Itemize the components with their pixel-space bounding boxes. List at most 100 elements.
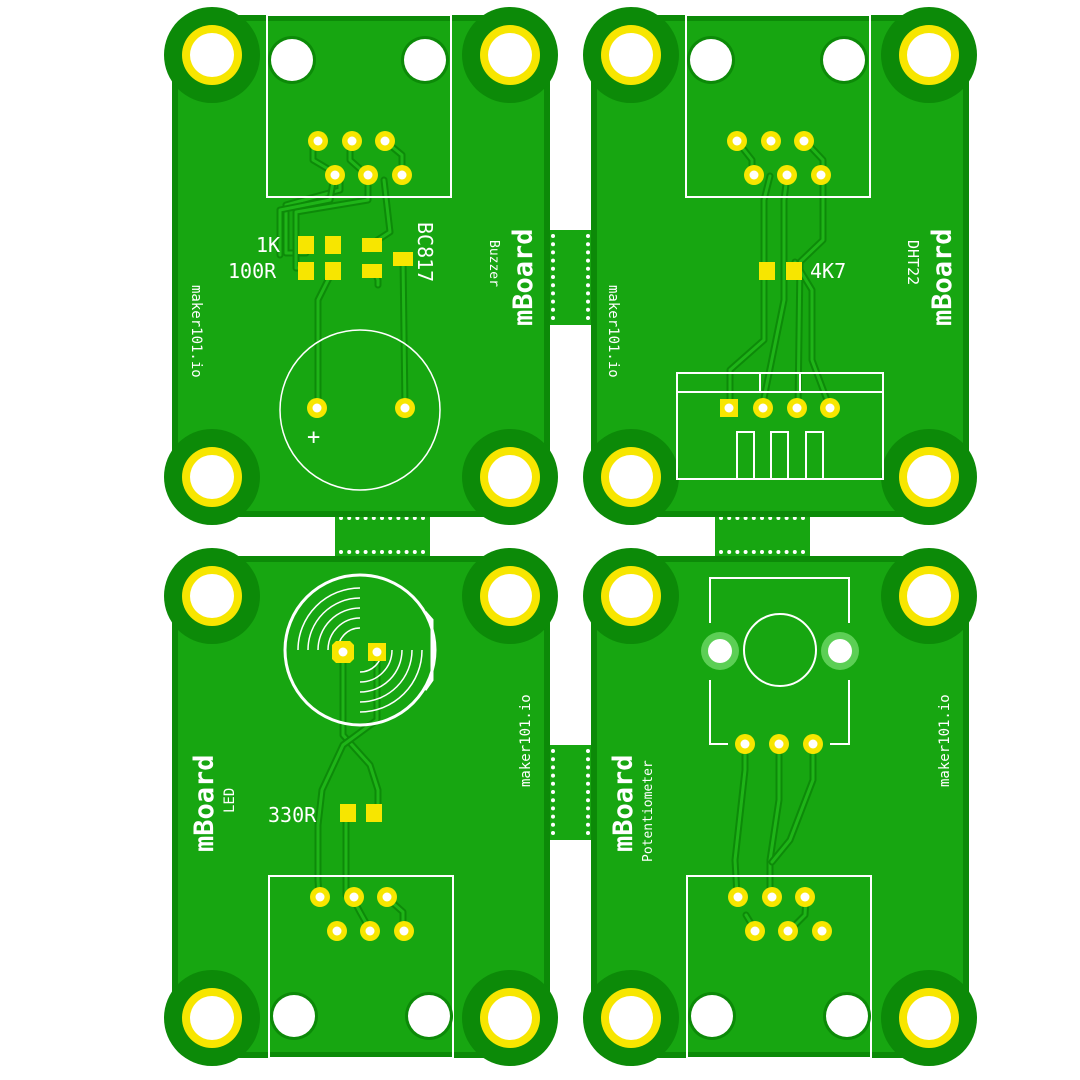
r2-pad-b — [325, 262, 341, 280]
mouse-bite — [551, 814, 555, 819]
mouse-bite — [801, 550, 805, 554]
connector-outline — [685, 14, 871, 198]
mouse-bite — [551, 781, 555, 786]
resistor-pad-a — [340, 804, 356, 822]
led-subtitle: LED — [222, 788, 238, 813]
trace-core — [284, 139, 342, 255]
drill — [758, 403, 768, 413]
led-arc — [327, 617, 361, 651]
drill — [816, 170, 826, 180]
drill — [330, 170, 340, 180]
mouse-bite — [586, 757, 590, 762]
connector-hole-left — [691, 995, 733, 1037]
mouse-bite — [551, 234, 555, 238]
drill — [349, 892, 359, 902]
led-flat — [423, 611, 434, 691]
trace-core — [401, 257, 407, 410]
pullup-pad-b — [786, 262, 802, 280]
potentiometer-components — [686, 577, 872, 1059]
mouse-bite — [551, 798, 555, 803]
led-brand: maker101.io — [518, 694, 534, 787]
mounting-hole — [190, 33, 234, 77]
led-arc — [317, 607, 361, 651]
board-fill — [597, 21, 963, 511]
mouse-bite — [551, 822, 555, 827]
trace-core — [770, 742, 815, 864]
mounting-hole — [609, 574, 653, 618]
mouse-bite — [586, 773, 590, 778]
mouse-bite — [586, 798, 590, 803]
drill — [749, 170, 759, 180]
buzzer-transistor-label: BC817 — [413, 222, 437, 282]
drill — [774, 739, 784, 749]
drill — [817, 926, 827, 936]
mouse-bite — [719, 550, 723, 554]
mouse-bite — [586, 275, 590, 279]
drill — [766, 136, 776, 146]
mouse-bite — [743, 550, 748, 554]
mouse-bite — [421, 550, 425, 554]
mouse-bite — [551, 299, 555, 304]
mouse-bite — [776, 550, 781, 554]
connector-hole-left — [690, 39, 732, 81]
mouse-bite — [551, 806, 555, 811]
r2-pad-a — [298, 262, 314, 280]
led-arc — [359, 649, 393, 683]
mouse-bite — [735, 550, 740, 554]
dht22-title: mBoard — [927, 228, 958, 326]
mounting-hole — [609, 455, 653, 499]
pot-mount-hole — [708, 639, 732, 663]
drill — [750, 926, 760, 936]
drill — [767, 892, 777, 902]
drill — [347, 136, 357, 146]
mouse-bite — [551, 250, 555, 255]
drill — [313, 136, 323, 146]
drill — [380, 136, 390, 146]
mouse-bite — [586, 822, 590, 827]
mouse-bite — [586, 307, 590, 312]
mouse-bite — [551, 258, 555, 263]
transistor-pad-2 — [362, 264, 382, 278]
mouse-bite — [586, 316, 590, 320]
drill — [315, 892, 325, 902]
trace-core — [278, 174, 336, 257]
mouse-bite — [355, 550, 360, 554]
led-outline — [283, 573, 437, 727]
drill — [363, 170, 373, 180]
drill — [733, 892, 743, 902]
drill — [312, 403, 322, 413]
r1-pad-a — [298, 236, 314, 254]
pot-title: mBoard — [608, 754, 639, 852]
mouse-bite — [586, 765, 590, 770]
mounting-hole — [488, 33, 532, 77]
mouse-bite — [586, 806, 590, 811]
connector-hole-right — [826, 995, 868, 1037]
drill — [732, 136, 742, 146]
trace-core — [793, 260, 832, 410]
drill — [332, 926, 342, 936]
mouse-bite — [760, 550, 764, 554]
mounting-hole — [488, 455, 532, 499]
mouse-bite — [586, 291, 590, 296]
buzzer-components — [266, 14, 452, 491]
drill — [800, 892, 810, 902]
connector-outline — [266, 14, 452, 198]
buzzer-brand: maker101.io — [188, 285, 204, 378]
trace-core — [341, 650, 380, 815]
drill — [799, 136, 809, 146]
drill — [783, 926, 793, 936]
drill — [372, 647, 382, 657]
connector-hole-right — [404, 39, 446, 81]
mouse-bite — [586, 258, 590, 263]
transistor-pad-1 — [362, 238, 382, 252]
pot-subtitle: Potentiometer — [641, 760, 656, 862]
trace-core — [733, 742, 747, 897]
pot-brand: maker101.io — [937, 694, 953, 787]
trace-core — [796, 139, 825, 410]
pot-outline — [709, 577, 850, 745]
mouse-bite — [551, 757, 555, 762]
mounting-hole — [907, 996, 951, 1040]
drill — [382, 892, 392, 902]
pot-shaft-outline — [743, 613, 817, 687]
